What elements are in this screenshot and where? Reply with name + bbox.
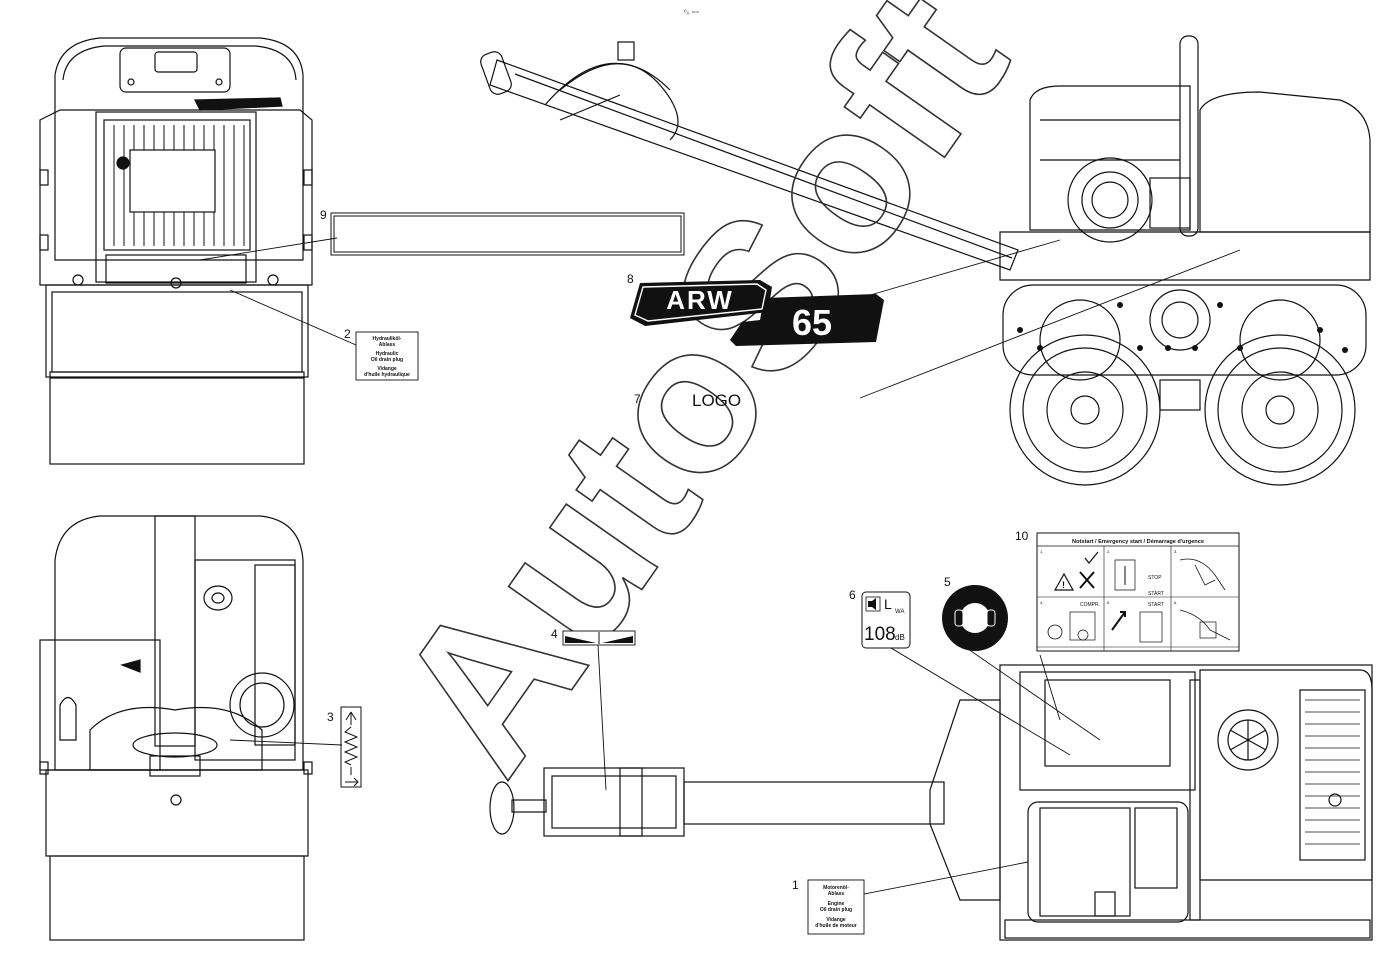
callout-8: 8 — [627, 272, 634, 286]
emergency-compr: COMPR. — [1080, 602, 1100, 608]
noise-value: 108 — [864, 624, 896, 645]
emergency-step-3: 3. — [1174, 549, 1177, 554]
callout-3: 3 — [327, 710, 334, 724]
callout-1: 1 — [792, 878, 799, 892]
noise-level-decal: L WA 108 dB — [861, 591, 911, 649]
front-view-machine — [39, 37, 313, 465]
noise-unit: dB — [895, 633, 905, 642]
emergency-title: Notstart / Emergency start / Démarrage d… — [1072, 539, 1204, 545]
engine-drain-line-3: Engine — [828, 901, 845, 907]
tension-decal-3 — [340, 706, 362, 788]
top-view-machine — [489, 664, 1373, 941]
direction-decal-4 — [562, 630, 636, 646]
ear-protection-decal — [942, 585, 1008, 651]
hydraulic-drain-line-3: Hydraulic — [376, 351, 399, 357]
callout-2: 2 — [344, 327, 351, 341]
rear-view-machine — [39, 515, 313, 941]
engine-drain-line-2: Ablass — [828, 891, 845, 897]
decal-strip-9 — [330, 212, 685, 256]
engine-drain-decal: Motorenöl- Ablass Engine Oil drain plug … — [807, 879, 865, 935]
leader-lines — [199, 237, 1241, 906]
emergency-start-2: START — [1148, 602, 1164, 608]
emergency-start-decal: Notstart / Emergency start / Démarrage d… — [1036, 532, 1240, 652]
hydraulic-drain-line-5: Vidange — [377, 366, 397, 372]
engine-drain-line-6: d'huile de moteur — [815, 923, 857, 929]
emergency-step-1: 1. — [1040, 549, 1043, 554]
header-mark: ᵒ₀ ▫▫▫ — [684, 9, 699, 16]
svg-text:!: ! — [1062, 580, 1065, 590]
callout-4: 4 — [551, 627, 558, 641]
hydraulic-drain-line-6: d'huile hydraulique — [364, 372, 410, 378]
emergency-step-6: 6. — [1174, 600, 1177, 605]
engine-drain-line-4: Oil drain plug — [820, 907, 852, 913]
model-decal-65: 65 — [792, 302, 832, 343]
side-view-machine — [480, 35, 1371, 486]
noise-symbol: L — [884, 596, 892, 612]
model-decal-arw65: ARW 65 — [630, 280, 884, 346]
callout-5: 5 — [944, 575, 951, 589]
callout-7: 7 — [634, 392, 641, 406]
emergency-step-2: 2. — [1107, 549, 1110, 554]
model-decal-arw: ARW — [666, 285, 734, 315]
speaker-icon — [868, 598, 876, 610]
emergency-step-5: 5. — [1107, 600, 1110, 605]
engine-drain-line-1: Motorenöl- — [823, 885, 849, 891]
callout-9: 9 — [320, 208, 327, 222]
engine-drain-line-5: Vidange — [826, 917, 846, 923]
warning-icon — [1053, 572, 1075, 591]
logo-decal: LOGO — [692, 391, 741, 410]
hydraulic-drain-line-2: Ablass — [379, 342, 396, 348]
hydraulic-drain-line-1: Hydrauliköl- — [373, 336, 402, 342]
callout-6: 6 — [849, 588, 856, 602]
hydraulic-drain-line-4: Oil drain plug — [371, 357, 403, 363]
callout-numbers: 1 2 3 4 5 6 7 8 9 10 — [320, 208, 1029, 892]
emergency-start: START — [1148, 591, 1164, 597]
hydraulic-drain-decal: Hydrauliköl- Ablass Hydraulic Oil drain … — [355, 331, 419, 381]
head-icon — [960, 603, 990, 633]
emergency-stop: STOP — [1148, 575, 1162, 581]
callout-10: 10 — [1015, 529, 1029, 543]
emergency-step-4: 4. — [1040, 600, 1043, 605]
noise-subscript: WA — [895, 609, 904, 615]
